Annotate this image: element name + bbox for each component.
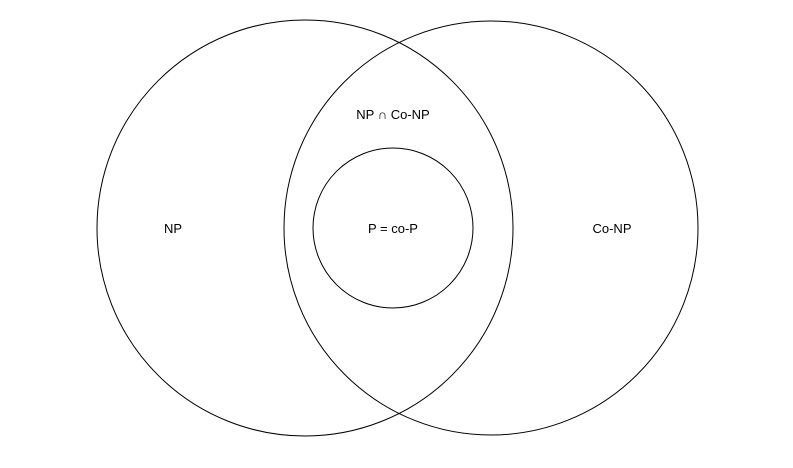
conp-label: Co-NP [592,221,631,236]
p-label: P = co-P [368,221,418,236]
p-circle [312,147,474,309]
intersection-label: NP ∩ Co-NP [356,107,429,122]
conp-circle [283,20,699,436]
np-circle [96,19,514,437]
np-label: NP [164,221,182,236]
